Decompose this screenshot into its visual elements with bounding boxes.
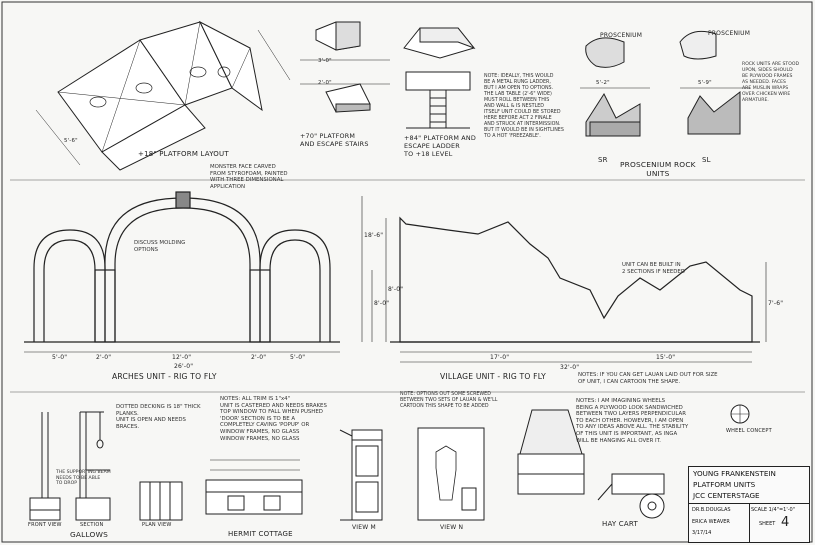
label-platform-layout: +18" PLATFORM LAYOUT <box>138 150 229 158</box>
label-gallows: GALLOWS <box>70 530 108 539</box>
dim-arch-2: 2'-0" <box>96 354 112 361</box>
note-gallows-beam: THE SUPPORTING BEAM NEEDS TO BE ABLE TO … <box>56 470 111 487</box>
dim-arch-total: 26'-0" <box>174 363 194 370</box>
dim-arch-4: 2'-0" <box>251 354 267 361</box>
label-sr: SR <box>598 156 608 164</box>
note-rocks: ROCK UNITS ARE STOOD UPON, SIDES SHOULD … <box>742 62 800 103</box>
title-venue: JCC CENTERSTAGE <box>693 491 760 500</box>
dim-arch-height-2: 8'-0" <box>374 300 390 307</box>
dim-arch-height-1: 18'-6" <box>364 232 384 239</box>
title-sheet-label: SHEET <box>759 521 776 527</box>
label-wheel-concept: WHEEL CONCEPT <box>726 428 772 434</box>
dim-village-height-1: 8'-0" <box>388 286 404 293</box>
dim-pros-2: 5'-9" <box>698 80 712 86</box>
label-sl: SL <box>702 156 711 164</box>
dim-pros-1: 5'-2" <box>596 80 610 86</box>
platform-layout-drawing <box>35 20 291 171</box>
note-hermit: NOTES: ALL TRIM IS 1"x4" UNIT IS CASTERE… <box>220 396 327 442</box>
dim-village-total: 32'-0" <box>560 364 580 371</box>
label-view-n: VIEW N <box>440 524 464 531</box>
dim-village-b: 15'-0" <box>656 354 676 361</box>
note-village: NOTES: IF YOU CAN GET LAUAN LAID OUT FOR… <box>578 372 718 385</box>
platform-70-drawing <box>300 21 390 113</box>
label-proscenium-right: PROSCENIUM <box>708 30 751 37</box>
label-platform-84: +84" PLATFORM AND ESCAPE LADDER TO +18 L… <box>404 134 476 158</box>
dim-arch-1: 5'-0" <box>52 354 68 361</box>
village-unit-drawing <box>385 216 767 363</box>
label-proscenium-left: PROSCENIUM <box>600 32 643 39</box>
label-village-unit: VILLAGE UNIT - RIG TO FLY <box>440 372 546 381</box>
dim-plat-2: 3'-0" <box>318 58 332 64</box>
dim-village-height-2: 7'-6" <box>768 300 784 307</box>
dim-village-a: 17'-0" <box>490 354 510 361</box>
proscenium-rock-drawing <box>580 30 750 137</box>
label-platform-70: +70" PLATFORM AND ESCAPE STAIRS <box>300 132 369 148</box>
title-block: YOUNG FRANKENSTEIN PLATFORM UNITS JCC CE… <box>688 466 810 543</box>
dim-plat-1: 5'-6" <box>64 138 78 144</box>
title-units: PLATFORM UNITS <box>693 480 756 489</box>
note-discuss-molding: DISCUSS MOLDING OPTIONS <box>134 240 186 253</box>
label-hermit-cottage: HERMIT COTTAGE <box>228 530 293 538</box>
title-sheet-number: 4 <box>781 515 790 530</box>
title-scale: SCALE 1/4"=1'-0" <box>751 507 795 513</box>
hermit-cottage-drawing <box>205 427 485 521</box>
title-show: YOUNG FRANKENSTEIN <box>693 469 776 478</box>
dim-arch-5: 5'-0" <box>290 354 306 361</box>
title-designer: ERICA WEAVER <box>692 519 730 525</box>
arches-unit-drawing <box>24 191 373 353</box>
gallows-drawing <box>29 411 183 521</box>
title-date: 3/17/14 <box>692 530 712 536</box>
label-hay-cart: HAY CART <box>602 520 638 528</box>
title-drawn: DR.B.DOUGLAS <box>692 507 731 513</box>
note-hermit-cartoon: NOTE: OPTIONS OUT SOME SCREWED BETWEEN T… <box>400 392 498 409</box>
label-proscenium-units: PROSCENIUM ROCK UNITS <box>620 160 696 178</box>
dim-arch-3: 12'-0" <box>172 354 192 361</box>
label-section: SECTION <box>80 522 104 528</box>
label-arches-unit: ARCHES UNIT - RIG TO FLY <box>112 372 217 381</box>
note-unit-sections: UNIT CAN BE BUILT IN 2 SECTIONS IF NEEDE… <box>622 262 685 275</box>
note-haycart: NOTES: I AM IMAGINING WHEELS BEING A PLY… <box>576 398 689 444</box>
note-monster-face: MONSTER FACE CARVED FROM STYROFOAM, PAIN… <box>210 164 288 190</box>
platform-84-drawing <box>403 27 476 129</box>
dim-plat-3: 2'-0" <box>318 80 332 86</box>
note-gallows: DOTTED DECKING IS 18" THICK PLANKS. UNIT… <box>116 404 201 430</box>
note-ladder: NOTE: IDEALLY, THIS WOULD BE A METAL RUN… <box>484 74 564 139</box>
label-view-m: VIEW M <box>352 524 376 531</box>
label-front-view: FRONT VIEW <box>28 522 62 528</box>
label-plan-view: PLAN VIEW <box>142 522 172 528</box>
hay-cart-drawing <box>517 404 750 519</box>
